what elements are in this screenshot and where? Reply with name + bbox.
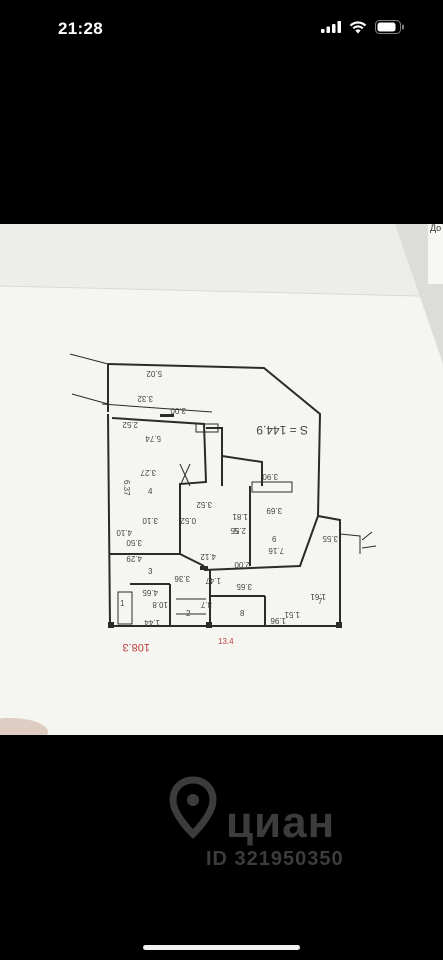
location-pin-icon (169, 776, 217, 839)
dimension-label: 3.55 (322, 534, 338, 543)
dimension-label: 4.12 (200, 552, 216, 561)
total-area: S = 144.9 (256, 423, 308, 437)
dimension-label: 2.55 (230, 526, 246, 535)
dimension-label: 1.96 (270, 616, 286, 625)
wifi-icon (349, 20, 367, 33)
dimension-label: 1.51 (284, 610, 300, 619)
dimension-label: 3.10 (142, 516, 158, 525)
dimension-label: 3.32 (137, 394, 153, 403)
dimension-label: 3.90 (262, 472, 278, 481)
dimension-label: 3.65 (236, 582, 252, 591)
cian-watermark: циан ID 321950350 (168, 772, 408, 882)
battery-icon (375, 20, 404, 34)
area-label: 108.3 (122, 641, 150, 653)
room-number: 3 (148, 567, 153, 576)
dimension-label: 5.74 (145, 434, 161, 443)
dimension-label: 3.7 (200, 600, 212, 609)
room-number: 4 (148, 487, 153, 496)
room-number: 1 (120, 599, 125, 608)
dimension-label: 1.44 (144, 618, 160, 627)
corner-text: Дo (430, 224, 442, 233)
room-number: 5 (234, 527, 239, 536)
dimension-label: 4.65 (142, 588, 158, 597)
cellular-signal-icon (321, 21, 341, 33)
dimension-label: 3.52 (196, 500, 212, 509)
home-indicator[interactable] (143, 945, 300, 950)
dimension-label: 2.00 (234, 560, 250, 569)
room-number: 7 (318, 597, 323, 606)
room-number: 6 (272, 535, 277, 544)
dimension-label: 3.27 (140, 468, 156, 477)
dimension-label: 5.02 (146, 369, 162, 378)
room-number: 2 (186, 609, 191, 618)
status-icons (321, 20, 405, 34)
dimension-label: 1.61 (310, 592, 326, 601)
dimension-label: 1.81 (232, 512, 248, 521)
dimension-label: 7.16 (268, 546, 284, 555)
status-bar: 21:28 (0, 0, 443, 60)
dimension-label: 0.52 (180, 516, 196, 525)
dimension-label: 6.37 (122, 480, 131, 496)
watermark-brand: циан (226, 798, 336, 847)
dimension-label: 4.10 (116, 528, 132, 537)
dimension-label: 1.47 (205, 576, 221, 585)
dimension-label: 2.52 (122, 420, 138, 429)
dimension-label: 3.00 (170, 406, 186, 415)
listing-photo[interactable]: Дo (0, 224, 443, 735)
dimension-label: 3.36 (174, 574, 190, 583)
room-number: 8 (240, 609, 245, 618)
dimension-label: 3.50 (126, 538, 142, 547)
watermark-listing-id: ID 321950350 (206, 848, 344, 870)
area-label: 13.4 (218, 637, 234, 646)
dimension-label: 3.69 (266, 506, 282, 515)
status-time: 21:28 (58, 19, 103, 38)
dimension-label: 4.29 (126, 554, 142, 563)
floor-plan-drawing: 1 2 3 4 5 6 7 8 S = 144.9 108.3 13.4 5.0… (69, 353, 377, 653)
dimension-label: 10.8 (152, 600, 168, 609)
